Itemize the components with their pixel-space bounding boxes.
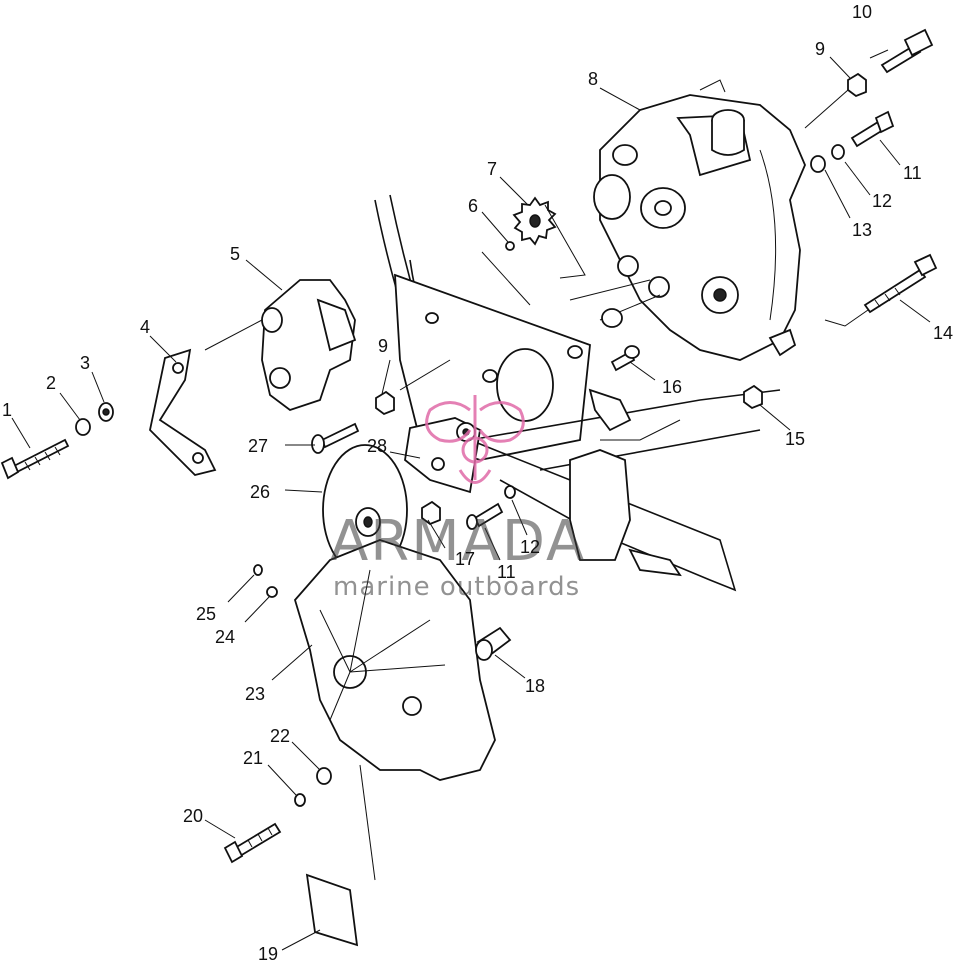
callout-6: 6: [468, 196, 478, 216]
callout-26: 26: [250, 482, 270, 502]
motor-part: [261, 279, 357, 412]
callout-9a: 9: [815, 39, 825, 59]
callout-16: 16: [662, 377, 682, 397]
callout-20: 20: [183, 806, 203, 826]
callout-12b: 12: [520, 537, 540, 557]
washer-13-part: [810, 155, 826, 173]
washer-2-part: [75, 418, 91, 436]
nut-9b-part: [375, 390, 395, 416]
lockwasher-12-part: [831, 144, 845, 160]
bolt-20-part: [223, 822, 282, 864]
nut-9-part: [847, 72, 867, 98]
callout-27: 27: [248, 436, 268, 456]
callout-18: 18: [525, 676, 545, 696]
callout-8: 8: [588, 69, 598, 89]
gearcase-part: [569, 79, 806, 361]
sprocket-7-part: [512, 196, 557, 246]
callout-3: 3: [80, 353, 90, 373]
bolt-11b-part: [466, 502, 504, 530]
clip-6-part: [505, 241, 515, 251]
watermark-brand: ARMADA: [330, 509, 586, 574]
screw-25-part: [253, 564, 263, 576]
nut-15-part: [743, 384, 763, 410]
callout-24: 24: [215, 627, 235, 647]
watermark: ARMADA marine outboards: [330, 395, 586, 602]
callout-4: 4: [140, 317, 150, 337]
bolt-10-part: [880, 28, 934, 74]
callout-12a: 12: [872, 191, 892, 211]
callout-1: 1: [2, 400, 12, 420]
callout-15: 15: [785, 429, 805, 449]
washer-22-part: [316, 767, 332, 785]
callout-13: 13: [852, 220, 872, 240]
washer-21-part: [294, 793, 306, 807]
callout-11a: 11: [903, 163, 922, 183]
callout-11b: 11: [497, 562, 516, 582]
callout-21: 21: [243, 748, 263, 768]
cover-23-part: [293, 539, 496, 781]
bolt-16-part: [610, 345, 640, 372]
washer-24-part: [266, 586, 278, 598]
bolt-11-part: [850, 110, 895, 148]
spacer-18-part: [475, 626, 512, 661]
callout-19: 19: [258, 944, 278, 962]
callout-14: 14: [933, 323, 953, 343]
leader-lines: [11, 49, 931, 951]
bolt-1-part: [0, 438, 70, 480]
callout-9b: 9: [378, 336, 388, 356]
bolt-27-part: [311, 422, 360, 454]
watermark-tagline: marine outboards: [333, 572, 580, 602]
callout-10: 10: [852, 2, 872, 22]
callout-17: 17: [455, 549, 475, 569]
callout-5: 5: [230, 244, 240, 264]
bolt-14-part: [863, 253, 938, 314]
callout-25: 25: [196, 604, 216, 624]
callout-28: 28: [367, 436, 387, 456]
lockwasher-12b-part: [504, 485, 516, 499]
callout-23: 23: [245, 684, 265, 704]
nut-17-part: [421, 500, 441, 526]
decal-19-part: [305, 873, 359, 947]
callout-2: 2: [46, 373, 56, 393]
bracket-part: [149, 348, 217, 476]
callout-22: 22: [270, 726, 290, 746]
watermark-logo-icon: [425, 395, 525, 484]
callout-7: 7: [487, 159, 497, 179]
